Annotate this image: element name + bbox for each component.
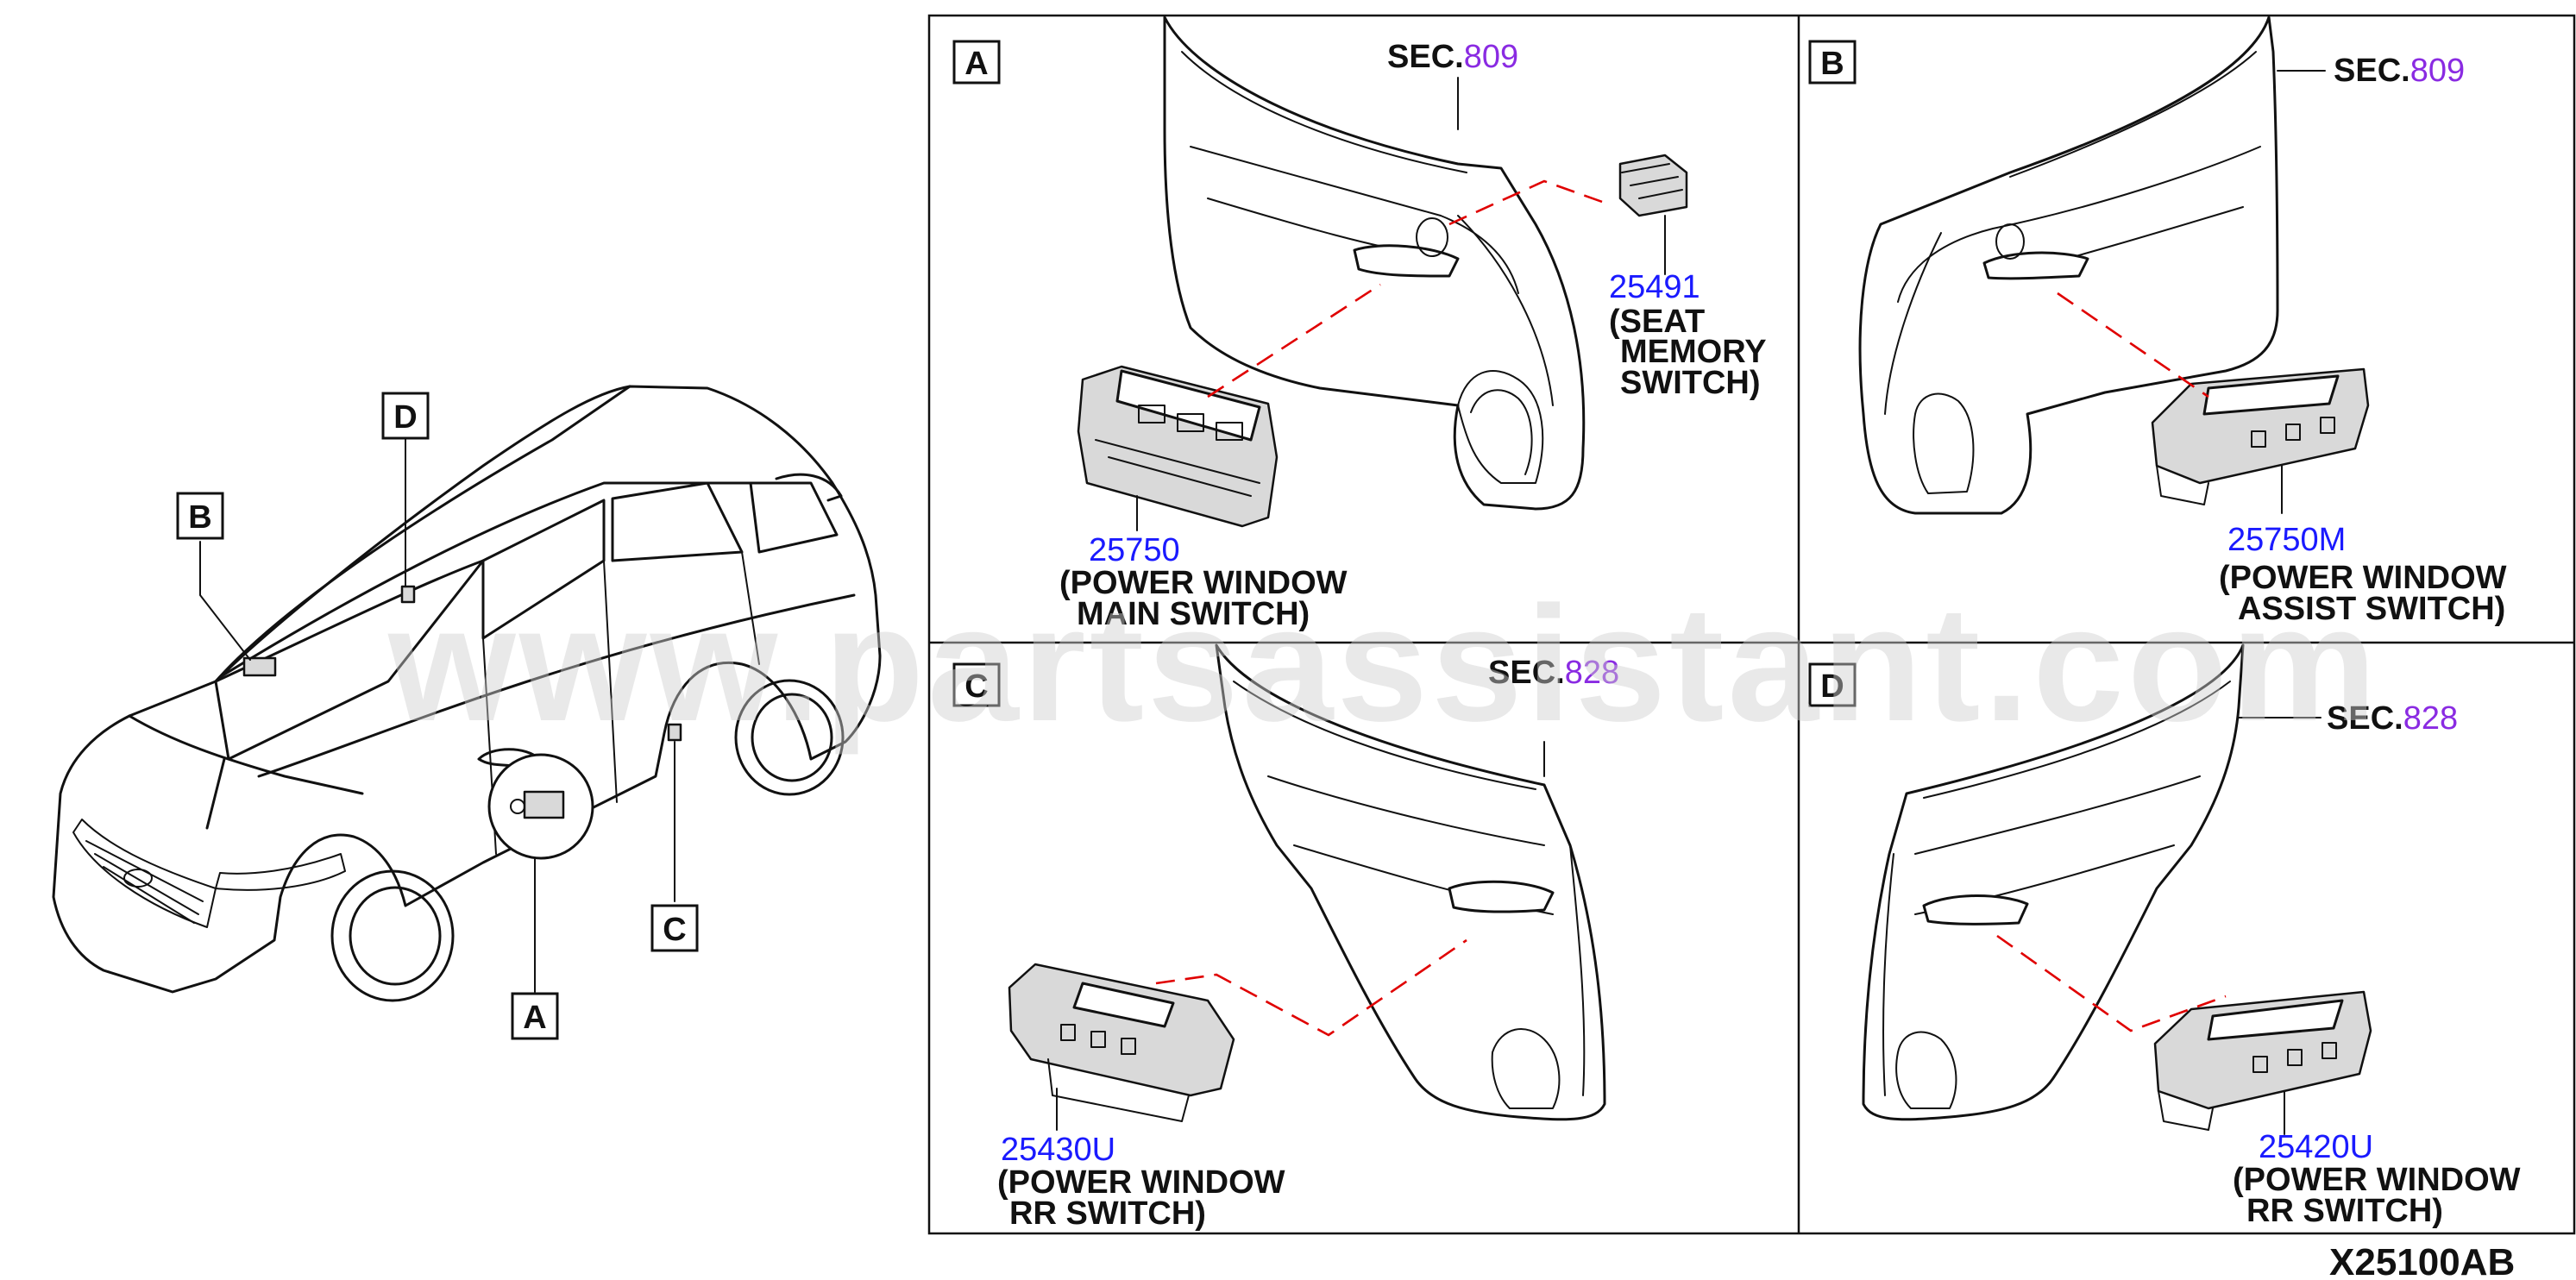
part-desc-line: (SEAT xyxy=(1609,304,1705,340)
part-desc-line: MAIN SWITCH) xyxy=(1077,596,1310,632)
watermark: www.partsassistant.com xyxy=(387,573,2380,756)
panel-a-letter: A xyxy=(964,46,988,82)
panel-c: C SEC.828 25430U (POWER WINDOW RR SWITCH… xyxy=(952,643,1619,1232)
sec-number: 828 xyxy=(2403,700,2458,737)
callout-letter: D xyxy=(393,399,417,436)
panel-b-letter: B xyxy=(1820,46,1844,82)
vehicle-callout-c: C xyxy=(650,904,699,952)
part-desc-line: MEMORY xyxy=(1620,334,1767,370)
part-number-25491: 25491 xyxy=(1609,269,1700,305)
dash-rr-switch-right xyxy=(1996,934,2227,1032)
part-desc-line: RR SWITCH) xyxy=(1009,1195,1206,1232)
vehicle-callout-a: A xyxy=(511,992,559,1040)
sec-label: SEC. xyxy=(1488,655,1565,691)
diagram-code: X25100AB xyxy=(2329,1241,2515,1280)
panel-d-letter: D xyxy=(1820,668,1844,705)
door-trim-rear-left xyxy=(1215,643,1606,1121)
dash-seat-memory xyxy=(1448,179,1605,226)
panels-frame xyxy=(927,14,2576,1235)
panel-a-sec-text: SEC.809 xyxy=(1387,39,1518,75)
callout-letter: A xyxy=(523,1000,546,1036)
door-pull-handle xyxy=(1982,251,2089,280)
panel-b-label-box xyxy=(1808,40,1857,85)
part-desc-line: SWITCH) xyxy=(1620,365,1761,401)
dash-assist-switch xyxy=(2057,292,2209,398)
part-desc-line: ASSIST SWITCH) xyxy=(2238,591,2505,627)
power-window-rr-switch-right xyxy=(2153,990,2372,1131)
panel-c-sec-text: SEC.828 xyxy=(1488,655,1619,691)
dash-rr-switch-left xyxy=(1155,938,1467,1037)
door-pull-handle xyxy=(1448,880,1555,913)
sec-label: SEC. xyxy=(2334,53,2410,89)
callout-letter: C xyxy=(663,912,686,948)
vehicle-illustration xyxy=(52,385,882,1002)
door-pull-handle xyxy=(1353,244,1460,278)
part-desc-line: (POWER WINDOW xyxy=(997,1164,1285,1201)
panel-c-letter: C xyxy=(964,668,988,705)
door-trim-rear-right xyxy=(1862,643,2245,1121)
panel-b-sec-text: SEC.809 xyxy=(2334,53,2465,89)
panel-b: B SEC.809 25750M (POWER WINDOW ASSIST SW… xyxy=(1808,16,2507,627)
sec-number: 809 xyxy=(2410,53,2465,89)
part-desc-line: RR SWITCH) xyxy=(2246,1193,2443,1229)
power-window-rr-switch-left xyxy=(1008,963,1235,1122)
sec-number: 809 xyxy=(1464,39,1518,75)
panel-d-sec-text: SEC.828 xyxy=(2327,700,2458,737)
seat-memory-switch xyxy=(1618,154,1688,217)
panel-a: A SEC.809 25491 (SEAT MEMORY SWITCH) xyxy=(952,16,1767,632)
part-number-25420u: 25420U xyxy=(2259,1129,2373,1165)
part-number-25750: 25750 xyxy=(1089,532,1180,568)
part-desc-line: (POWER WINDOW xyxy=(1059,565,1348,601)
power-window-main-switch xyxy=(1077,365,1279,528)
part-desc-line: (POWER WINDOW xyxy=(2233,1162,2521,1198)
sec-number: 828 xyxy=(1565,655,1619,691)
part-number-25750m: 25750M xyxy=(2227,522,2346,558)
vehicle-callout-d: D xyxy=(381,392,430,440)
sec-label: SEC. xyxy=(2327,700,2403,737)
panel-d-label-box xyxy=(1808,662,1857,707)
door-pull-handle xyxy=(1922,894,2029,925)
panel-c-label-box xyxy=(952,662,1001,707)
power-window-assist-switch xyxy=(2151,367,2370,505)
sec-label: SEC. xyxy=(1387,39,1464,75)
vehicle-callout-b: B xyxy=(176,492,224,540)
part-number-25430u: 25430U xyxy=(1001,1132,1115,1168)
part-desc-line: (POWER WINDOW xyxy=(2219,560,2507,596)
callout-letter: B xyxy=(188,499,211,536)
panel-a-label-box xyxy=(952,40,1001,85)
dash-main-switch xyxy=(1207,283,1381,398)
panel-d: D SEC.828 25420U (POWER WINDOW RR SWITCH… xyxy=(1808,643,2521,1229)
leader-b xyxy=(199,541,251,661)
